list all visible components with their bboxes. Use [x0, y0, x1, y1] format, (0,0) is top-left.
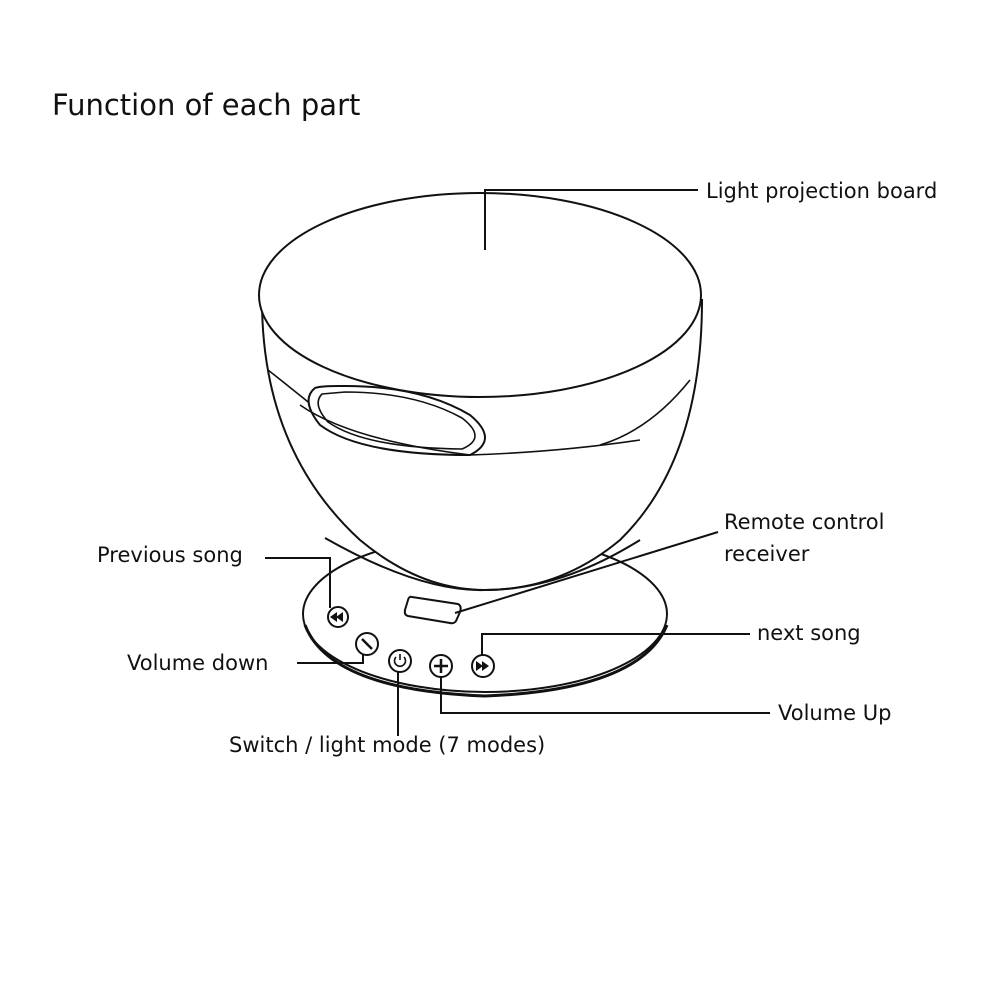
label-switch-light-mode: Switch / light mode (7 modes) [229, 733, 545, 757]
label-receiver: receiver [724, 542, 810, 566]
volume-up-button[interactable] [429, 654, 453, 678]
label-remote-control: Remote control [724, 510, 885, 534]
label-volume-down: Volume down [127, 651, 268, 675]
plus-icon [434, 659, 448, 673]
page-title: Function of each part [52, 88, 360, 122]
remote-control-receiver [403, 595, 462, 625]
previous-song-button[interactable] [327, 606, 349, 628]
previous-icon [330, 612, 343, 622]
power-icon [393, 654, 407, 668]
label-volume-up: Volume Up [778, 701, 891, 725]
label-light-projection-board: Light projection board [706, 179, 937, 203]
next-icon [476, 661, 489, 671]
power-button[interactable] [388, 649, 412, 673]
speaker-opening [299, 384, 641, 457]
next-song-button[interactable] [471, 654, 495, 678]
volume-down-button[interactable] [355, 632, 379, 656]
label-previous-song: Previous song [97, 543, 243, 567]
minus-icon [361, 638, 373, 650]
label-next-song: next song [757, 621, 861, 645]
leader-lines [265, 189, 770, 736]
